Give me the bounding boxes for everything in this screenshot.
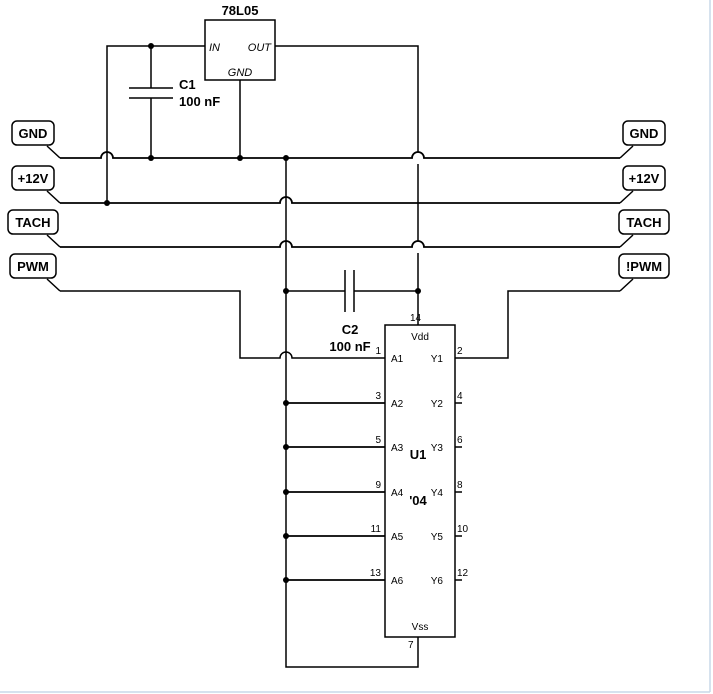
- v12-bus: [60, 196, 620, 204]
- ic-pin-number-10: 10: [457, 524, 469, 535]
- gnd-bus: [60, 151, 620, 159]
- junction-c1-top: [148, 43, 154, 49]
- ic-pin-name-a3: A3: [391, 443, 404, 454]
- junction-a5: [283, 533, 289, 539]
- regulator-in-label: IN: [209, 42, 220, 54]
- ic-pin-number-8: 8: [457, 480, 463, 491]
- gnd-bus-left-lead: [46, 145, 61, 159]
- c2-value: 100 nF: [329, 339, 370, 354]
- regulator-body: [204, 19, 276, 81]
- port-tach-left-label: TACH: [15, 215, 50, 230]
- ic-pin-name-a5: A5: [391, 532, 404, 543]
- port-gnd-right-label: GND: [630, 126, 659, 141]
- junction-a2: [283, 400, 289, 406]
- regulator-out-label: OUT: [248, 42, 273, 54]
- regulator-name: 78L05: [222, 3, 259, 18]
- junction-c2-vdd: [415, 288, 421, 294]
- junction-a4: [283, 489, 289, 495]
- ic-pin-number-2: 2: [457, 346, 463, 357]
- tach-bus-left-lead: [46, 234, 61, 248]
- tach-bus-right-lead: [619, 234, 634, 248]
- pwm-left-lead: [46, 278, 61, 292]
- ic-pin-name-y4: Y4: [431, 488, 444, 499]
- junction-v12: [104, 200, 110, 206]
- ic-pin-name-y2: Y2: [431, 399, 444, 410]
- v12-bus-left-lead: [46, 190, 61, 204]
- ic-pin-number-12: 12: [457, 568, 469, 579]
- c2-ref: C2: [342, 322, 359, 337]
- port-pwm-left: PWM: [9, 253, 57, 279]
- ic-pin-name-y6: Y6: [431, 576, 444, 587]
- pwm-wire: [60, 290, 385, 359]
- ic-pin-number-11: 11: [371, 524, 382, 535]
- ic-vss-label: Vss: [412, 622, 429, 633]
- npwm-right-lead: [619, 278, 634, 292]
- ic-ground-wire: [285, 158, 419, 668]
- ic-pin-name-y3: Y3: [431, 443, 444, 454]
- ic-pin-name-a1: A1: [391, 354, 404, 365]
- ic-vdd-label: Vdd: [411, 332, 429, 343]
- reg-out-wire: [275, 45, 419, 325]
- ic-pin-number-4: 4: [457, 391, 463, 402]
- ic-vss-pin: 7: [408, 640, 414, 651]
- c1-ref: C1: [179, 77, 196, 92]
- ic-pin-number-5: 5: [375, 435, 381, 446]
- port-v12-left-label: +12V: [18, 171, 49, 186]
- port-tach-left: TACH: [7, 209, 59, 235]
- ic-pin-name-y1: Y1: [431, 354, 444, 365]
- junction-ic-gnd: [283, 155, 289, 161]
- port-npwm-right: !PWM: [618, 253, 670, 279]
- junction-reg-gnd: [237, 155, 243, 161]
- v12-bus-right-lead: [619, 190, 634, 204]
- ic-ref: U1: [410, 447, 427, 462]
- port-npwm-right-label: !PWM: [626, 259, 662, 274]
- port-tach-right-label: TACH: [626, 215, 661, 230]
- port-v12-left: +12V: [11, 165, 55, 191]
- c1-value: 100 nF: [179, 94, 220, 109]
- port-gnd-left-label: GND: [19, 126, 48, 141]
- ic-pin-name-a2: A2: [391, 399, 404, 410]
- junction-c2-gnd: [283, 288, 289, 294]
- ic-body: [384, 324, 456, 638]
- ic-pin-name-y5: Y5: [431, 532, 444, 543]
- reg-in-wire: [106, 45, 205, 203]
- port-tach-right: TACH: [618, 209, 670, 235]
- ic-pin-number-9: 9: [375, 480, 381, 491]
- tach-bus: [60, 240, 620, 248]
- port-pwm-left-label: PWM: [17, 259, 49, 274]
- port-v12-right: +12V: [622, 165, 666, 191]
- gnd-bus-right-lead: [619, 145, 634, 159]
- npwm-wire: [455, 290, 620, 359]
- ic-pin-number-6: 6: [457, 435, 463, 446]
- junction-a3: [283, 444, 289, 450]
- port-v12-right-label: +12V: [629, 171, 660, 186]
- ic-pin-name-a6: A6: [391, 576, 404, 587]
- ic-pin-number-3: 3: [375, 391, 381, 402]
- ic-vdd-pin: 14: [410, 313, 422, 324]
- ic-pin-name-a4: A4: [391, 488, 404, 499]
- ic-part: '04: [409, 493, 427, 508]
- ic-pin-number-1: 1: [375, 346, 381, 357]
- regulator-gnd-label: GND: [228, 67, 253, 79]
- port-gnd-left: GND: [11, 120, 55, 146]
- junction-a6: [283, 577, 289, 583]
- junction-c1-gnd: [148, 155, 154, 161]
- ic-pin-number-13: 13: [370, 568, 382, 579]
- port-gnd-right: GND: [622, 120, 666, 146]
